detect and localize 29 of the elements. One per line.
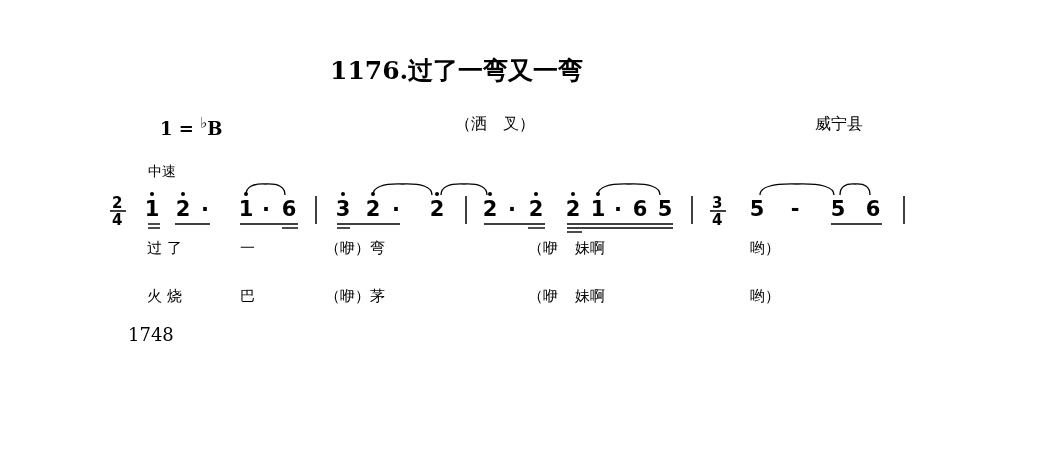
- lyric: 哟）: [750, 241, 780, 256]
- lyric: 过 了: [147, 241, 182, 256]
- note-group: 3 2 ·: [335, 199, 404, 221]
- lyric: 妹啊: [575, 289, 605, 304]
- note-group: 1 · 6: [238, 199, 297, 221]
- lyric: 巴: [240, 289, 255, 304]
- lyric: 火 烧: [147, 289, 182, 304]
- time-signature-digit: 4: [712, 213, 723, 228]
- note-group: 1 2 ·: [144, 199, 213, 221]
- lyric: 一: [240, 241, 255, 256]
- place-name: 威宁县: [815, 116, 863, 132]
- lyric: 哟）: [750, 289, 780, 304]
- lyric: （咿: [528, 241, 558, 256]
- lyric: （咿: [528, 289, 558, 304]
- time-signature-digit: 2: [112, 196, 123, 211]
- title: 1176.过了一弯又一弯: [330, 58, 584, 83]
- time-signature-digit: 4: [112, 213, 123, 228]
- time-signature-digit: 3: [712, 196, 723, 211]
- page-number: 1748: [128, 326, 174, 344]
- lyric: （咿）茅: [325, 289, 385, 304]
- tempo-marking: 中速: [148, 164, 176, 178]
- note-group: 2 1 · 6 5: [565, 199, 673, 221]
- note-group: 2 · 2: [482, 199, 544, 221]
- subtitle: （洒 叉）: [455, 116, 535, 132]
- note-group: 2: [429, 199, 445, 221]
- lyric: （咿）弯: [325, 241, 385, 256]
- key-signature: 1 = $^{♭}$B: [160, 116, 223, 138]
- note-group: 5 - 5 6: [749, 199, 881, 221]
- lyric: 妹啊: [575, 241, 605, 256]
